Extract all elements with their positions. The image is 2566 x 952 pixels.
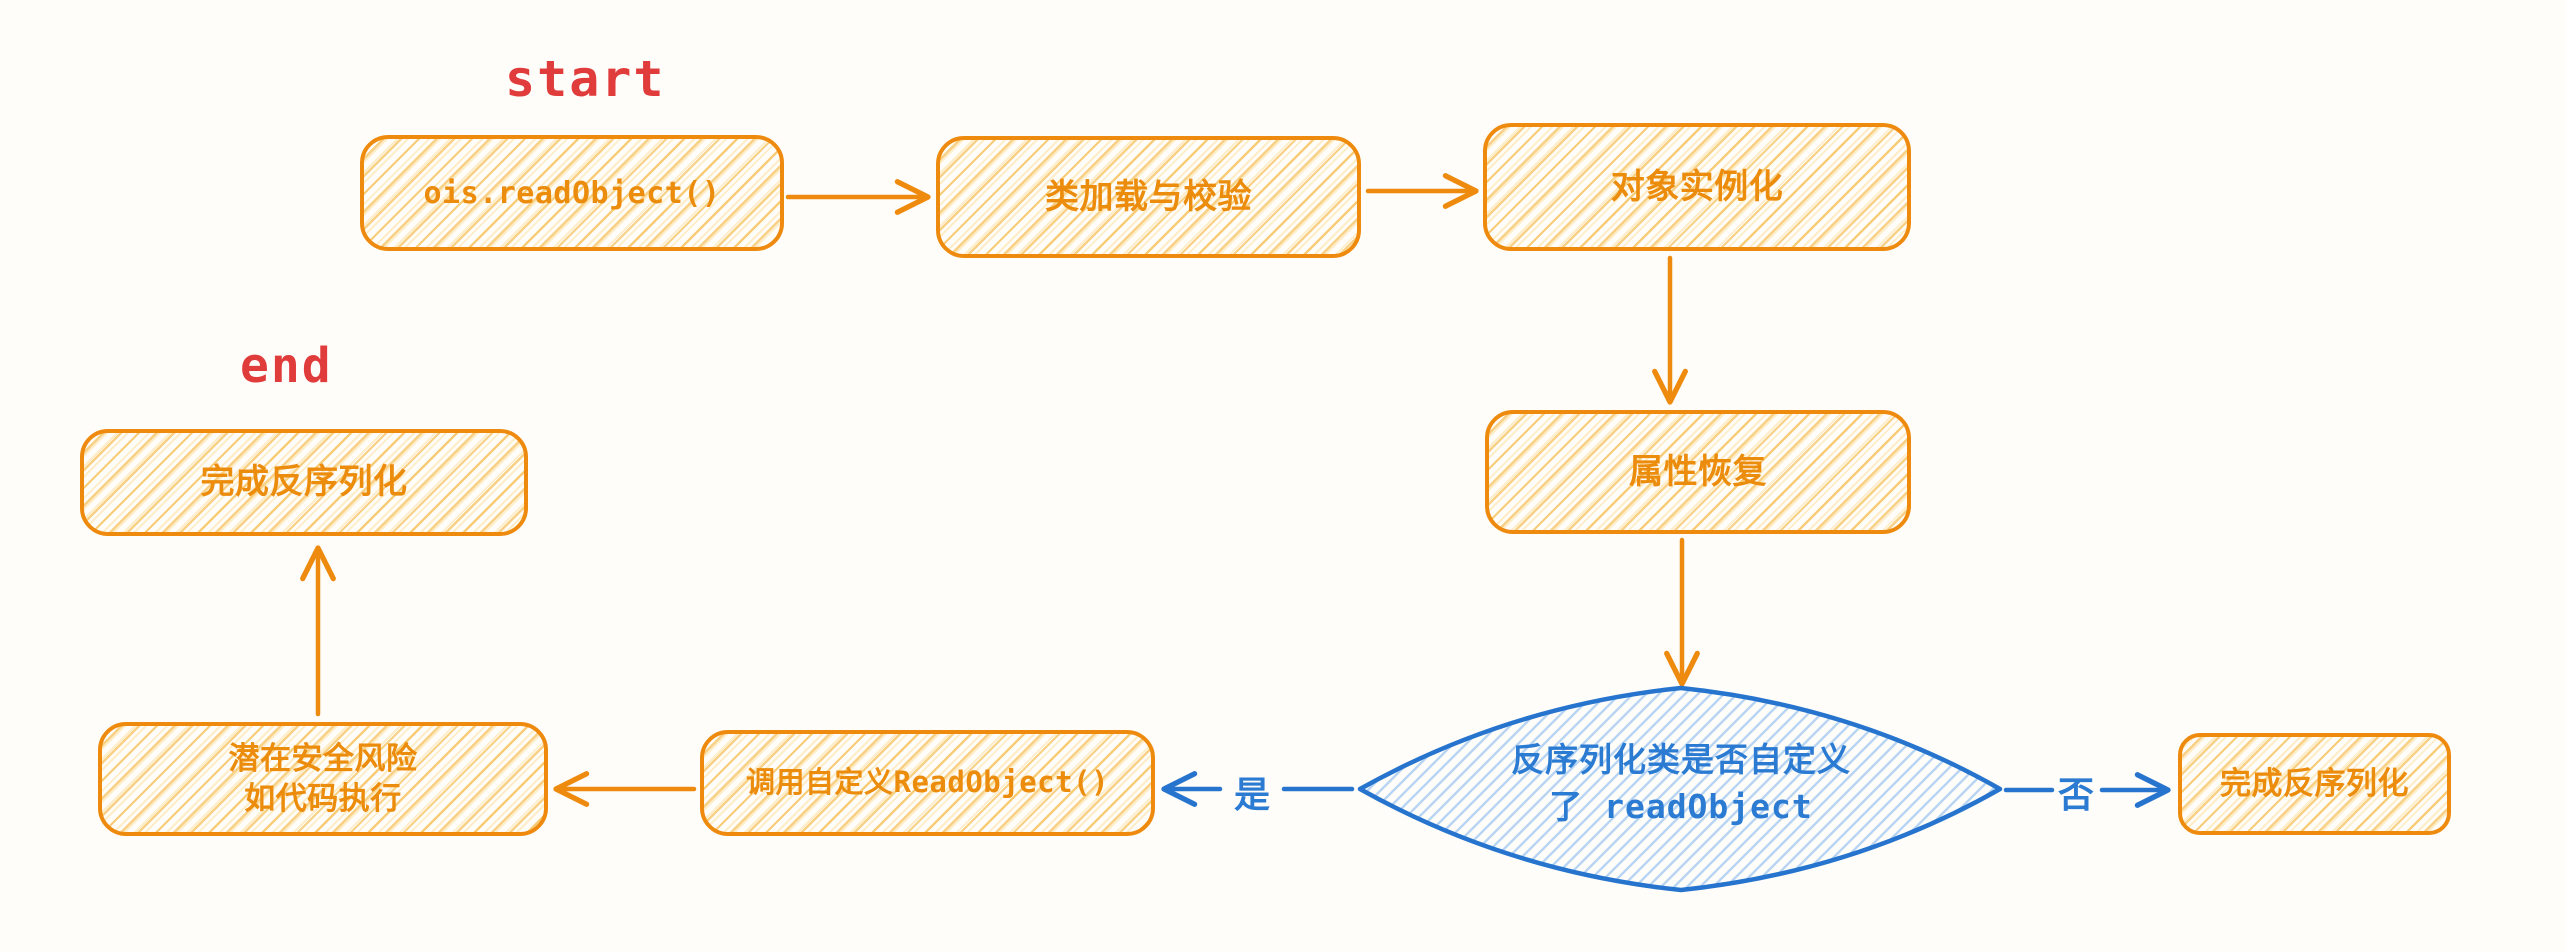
node-finish-deserialization-right[interactable]: 完成反序列化 [2178, 733, 2451, 835]
decision-label-line1: 反序列化类是否自定义 [1511, 740, 1851, 779]
decision-label-line2: 了 readObject [1549, 786, 1813, 826]
node-class-loading[interactable]: 类加载与校验 [936, 136, 1361, 258]
node-label: 完成反序列化 [2220, 765, 2409, 802]
node-property-restore[interactable]: 属性恢复 [1485, 410, 1911, 534]
node-label: 属性恢复 [1629, 451, 1767, 492]
node-label-line2: 如代码执行 [244, 781, 402, 817]
end-annotation[interactable]: end [240, 338, 333, 394]
node-object-instantiation[interactable]: 对象实例化 [1483, 123, 1911, 251]
edge-label-no[interactable]: 否 [2058, 775, 2095, 816]
node-ois-readobject[interactable]: ois.readObject() [360, 135, 784, 251]
node-security-risk[interactable]: 潜在安全风险 如代码执行 [98, 722, 548, 836]
node-label: 类加载与校验 [1045, 176, 1252, 217]
node-label: 完成反序列化 [200, 462, 408, 503]
node-call-custom-readobject[interactable]: 调用自定义ReadObject() [700, 730, 1155, 836]
node-finish-deserialization-end[interactable]: 完成反序列化 [80, 429, 528, 536]
node-label: 调用自定义ReadObject() [745, 765, 1109, 800]
node-label: ois.readObject() [423, 175, 721, 211]
edge-label-yes[interactable]: 是 [1234, 775, 1271, 816]
start-annotation[interactable]: start [505, 50, 666, 108]
node-label-line1: 潜在安全风险 [228, 740, 418, 777]
decision-diamond-label: 反序列化类是否自定义 了 readObject [1431, 737, 1931, 831]
node-label: 对象实例化 [1610, 166, 1784, 207]
decision-diamond-shape[interactable] [1357, 685, 2003, 893]
